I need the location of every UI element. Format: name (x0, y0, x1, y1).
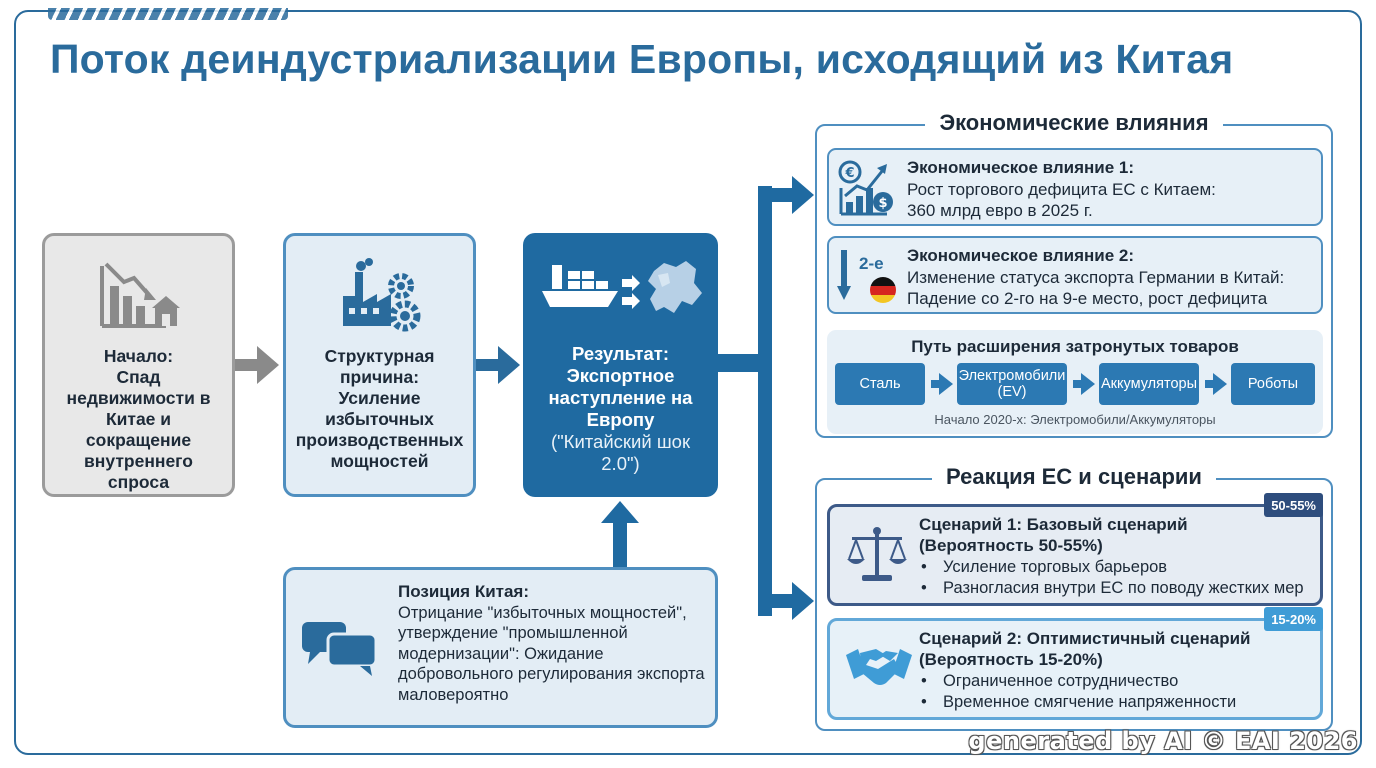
impact1-line1: Рост торгового дефицита ЕС с Китаем: (907, 179, 1216, 199)
impact-card-1: € $ Экономическое влияние 1: Рост торгов… (827, 148, 1323, 226)
scenario1-bullet: Разногласия внутри ЕС по поводу жестких … (919, 578, 1304, 599)
handshake-icon (846, 639, 912, 700)
impact2-line2: Падение со 2-го на 9-е место, рост дефиц… (907, 289, 1268, 308)
scenario2-bullet: Временное смягчение напряженности (919, 692, 1250, 713)
svg-text:€: € (844, 166, 854, 181)
impact2-heading: Экономическое влияние 2: (907, 246, 1135, 265)
economic-panel: Экономические влияния € $ Экономическое … (815, 110, 1333, 438)
scenario2-bullet: Ограниченное сотрудничество (919, 671, 1250, 692)
arrow-right-icon (476, 346, 520, 384)
path-note: Начало 2020-х: Электромобили/Аккумулятор… (934, 412, 1216, 427)
path-chip-batteries: Аккумуляторы (1099, 363, 1199, 405)
start-box: Начало: Спад недвижимости в Китае и сокр… (42, 233, 235, 497)
path-chip-steel: Сталь (835, 363, 925, 405)
path-arrow-icon (931, 373, 953, 395)
result-box: Результат: Экспортное наступление на Евр… (523, 233, 718, 497)
watermark: generated by AI © EAI 2026 (968, 727, 1358, 755)
ship-to-europe-icon (523, 243, 718, 343)
economic-title: Экономические влияния (925, 110, 1223, 135)
impact1-heading: Экономическое влияние 1: (907, 158, 1135, 177)
result-text: Результат: Экспортное наступление на Евр… (548, 343, 693, 430)
speech-bubbles-icon (300, 620, 380, 681)
cause-text: Усиление избыточных производственных мощ… (295, 388, 464, 471)
branch-arrows (718, 176, 814, 620)
scenario1-heading: Сценарий 1: Базовый сценарий (919, 515, 1188, 534)
outer-frame (14, 10, 1362, 755)
cause-box: Структурная причина: Усиление избыточных… (283, 233, 476, 497)
impact2-line1: Изменение статуса экспорта Германии в Ки… (907, 267, 1285, 287)
impact1-line2: 360 млрд евро в 2025 г. (907, 201, 1093, 220)
china-position-box: Позиция Китая: Отрицание "избыточных мощ… (283, 567, 718, 728)
down-arrow-germany-flag-icon (837, 246, 901, 315)
house-decline-icon (45, 246, 232, 346)
factory-gears-icon (286, 246, 473, 346)
path-title: Путь расширения затронутых товаров (911, 337, 1239, 356)
path-chip-ev: Электромобили (EV) (957, 363, 1067, 405)
scenario2-heading: Сценарий 2: Оптимистичный сценарий (919, 629, 1251, 648)
cause-label: Структурная причина: (324, 346, 435, 387)
product-path-card: Путь расширения затронутых товаров Сталь… (827, 330, 1323, 434)
eu-title: Реакция ЕС и сценарии (932, 464, 1216, 489)
scales-icon (846, 525, 908, 590)
china-body: Отрицание "избыточных мощностей", утверж… (398, 603, 705, 704)
path-chip-robots: Роботы (1231, 363, 1315, 405)
euro-dollar-chart-icon: € $ (837, 158, 897, 223)
scenario1-probability: (Вероятность 50-55%) (919, 535, 1103, 555)
scenario-card-1: 50-55% Сценарий 1: Базовый сценарий (Вер… (827, 493, 1323, 606)
start-label: Начало: (103, 346, 174, 366)
china-heading: Позиция Китая: (398, 582, 530, 601)
eu-panel: Реакция ЕС и сценарии 50-55% Сценарий 1:… (815, 464, 1333, 731)
impact-card-2: 2-е Экономическое влияние 2: Изменение с… (827, 236, 1323, 314)
frame-decoration (48, 8, 288, 20)
probability-badge: 50-55% (1264, 493, 1323, 517)
scenario1-bullet: Усиление торговых барьеров (919, 557, 1304, 578)
svg-text:$: $ (878, 196, 887, 211)
arrow-up-icon (601, 501, 639, 567)
start-text: Спад недвижимости в Китае и сокращение в… (66, 367, 211, 492)
result-subtext: ("Китайский шок 2.0") (550, 431, 691, 474)
page-title: Поток деиндустриализации Европы, исходящ… (50, 36, 1234, 82)
path-arrow-icon (1205, 373, 1227, 395)
scenario2-probability: (Вероятность 15-20%) (919, 649, 1103, 669)
path-arrow-icon (1073, 373, 1095, 395)
scenario-card-2: 15-20% Сценарий 2: Оптимистичный сценари… (827, 607, 1323, 720)
arrow-right-icon (235, 346, 279, 384)
rank-badge: 2-е (859, 254, 884, 273)
probability-badge: 15-20% (1264, 607, 1323, 631)
